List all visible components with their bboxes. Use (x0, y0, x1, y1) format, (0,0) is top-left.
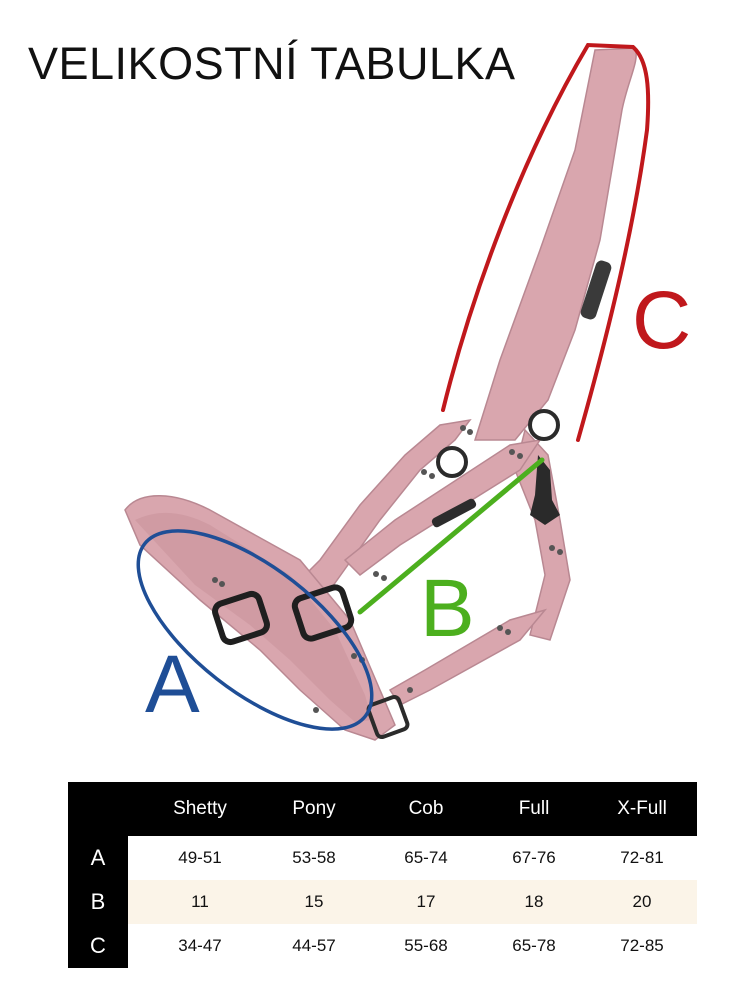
measure-b-line (357, 457, 545, 615)
label-b: B (420, 563, 475, 654)
ring-left (436, 446, 468, 478)
table-cell: 49-51 (178, 848, 222, 867)
row-label-c: C (90, 933, 106, 958)
column-header-cob: Cob (408, 798, 444, 819)
table-cell: 34-47 (178, 936, 222, 955)
table-cell: 53-58 (292, 848, 336, 867)
column-header-full: Full (518, 798, 550, 819)
table-row-a: 49-51 53-58 65-74 67-76 72-81 (128, 836, 697, 880)
table-cell: 11 (191, 892, 209, 911)
table-cell: 15 (304, 892, 324, 911)
size-table: Shetty Pony Cob Full X-Full A B C 49-51 … (68, 782, 697, 968)
page-title: VELIKOSTNÍ TABULKA (28, 38, 516, 89)
row-label-column: A B C (68, 836, 128, 968)
row-label-a: A (90, 845, 106, 870)
label-a: A (145, 639, 200, 730)
table-cell: 18 (524, 892, 544, 911)
measure-c-outline (441, 42, 651, 442)
table-row-c: 34-47 44-57 55-68 65-78 72-85 (128, 924, 697, 968)
halter-illustration (124, 47, 637, 741)
throat-strap (514, 428, 571, 641)
table-cell: 17 (416, 892, 436, 911)
noseband-buckle-1 (212, 590, 270, 646)
table-cell: 44-57 (292, 936, 336, 955)
table-cell: 65-78 (512, 936, 556, 955)
measure-a-ellipse (136, 529, 374, 731)
snap-clip (530, 455, 560, 525)
crown-buckle (580, 260, 612, 320)
table-cell: 72-81 (620, 848, 664, 867)
upper-cheek-strap (343, 438, 542, 576)
column-header-pony: Pony (292, 798, 336, 819)
rivets (212, 425, 563, 713)
table-cell: 67-76 (512, 848, 556, 867)
crown-strap (473, 47, 637, 441)
table-cell: 65-74 (404, 848, 448, 867)
column-header-shetty: Shetty (173, 798, 227, 819)
row-label-b: B (90, 889, 106, 914)
label-c: C (632, 275, 691, 366)
noseband-buckle-3 (366, 694, 410, 740)
table-row-b: 11 15 17 18 20 (128, 880, 697, 924)
name-plate (431, 498, 477, 528)
noseband-buckle-2 (291, 584, 355, 642)
table-header: Shetty Pony Cob Full X-Full (68, 782, 697, 836)
ring-right (528, 409, 560, 441)
halter-diagram: A B C (124, 42, 691, 741)
table-cell: 55-68 (404, 936, 448, 955)
table-cell: 20 (632, 892, 652, 911)
noseband-shadow (135, 512, 372, 722)
table-cell: 72-85 (620, 936, 664, 955)
column-header-x-full: X-Full (617, 798, 667, 819)
